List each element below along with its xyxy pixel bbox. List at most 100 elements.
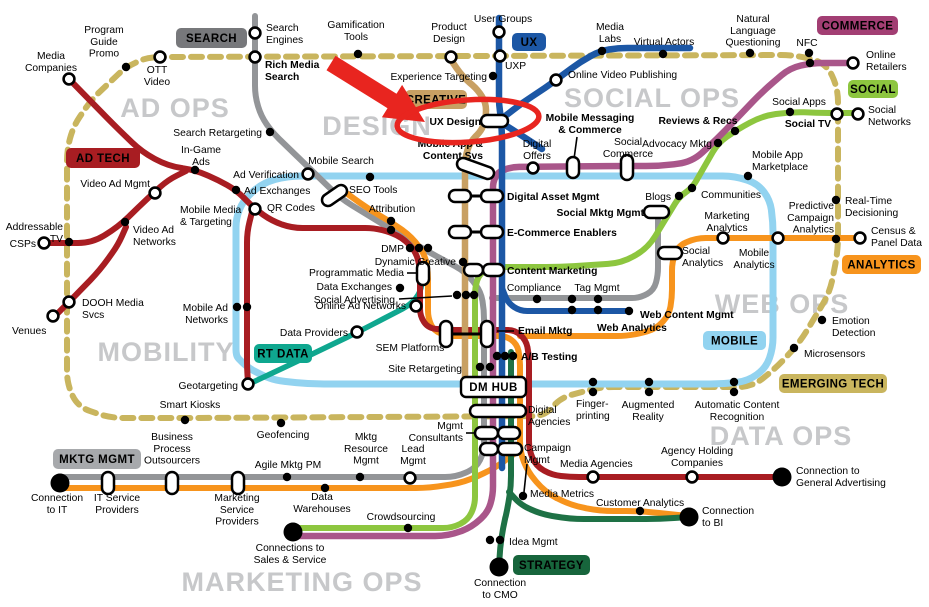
station-video-ad-mgmt-label: Video Ad Mgmt bbox=[80, 179, 150, 190]
station-automatic-content-recognition-stop bbox=[729, 377, 739, 387]
station-dynamic-creative-label: Dynamic Creative bbox=[375, 257, 457, 268]
station-mobile-messaging-commerce-label: Mobile Messaging& Commerce bbox=[546, 113, 635, 136]
station-user-groups-label: User Groups bbox=[474, 14, 532, 25]
station-connection-to-cmo-terminal bbox=[489, 557, 509, 577]
station-data-providers-label: Data Providers bbox=[280, 328, 348, 339]
station-smart-kiosks-stop bbox=[180, 415, 190, 425]
metro-line-adtech-csp bbox=[41, 168, 189, 246]
station-social-advertising-stop bbox=[469, 290, 479, 300]
metro-line-ux-top bbox=[500, 44, 694, 121]
svg-text:DM HUB: DM HUB bbox=[469, 382, 517, 394]
station-gamification-tools-stop bbox=[353, 49, 363, 59]
station-advocacy-mktg-label: Advocacy Mktg bbox=[642, 139, 712, 150]
metro-line-strategy bbox=[496, 349, 514, 573]
region-label-marketing-ops: MARKETING OPS bbox=[181, 567, 422, 597]
metro-line-adtech-geo bbox=[244, 209, 255, 385]
line-badge-strategy: STRATEGY bbox=[513, 555, 590, 575]
station-in-game-ads-stop bbox=[190, 165, 200, 175]
station-dynamic-creative-stop bbox=[458, 257, 468, 267]
station-agile-mktg-pm-label: Agile Mktg PM bbox=[255, 460, 321, 471]
station-social-networks-station bbox=[851, 107, 865, 121]
station-online-retailers-station bbox=[846, 56, 860, 70]
line-badge-social: SOCIAL bbox=[848, 80, 898, 98]
station-media-metrics-stop bbox=[518, 491, 528, 501]
station-finger-printing-stop bbox=[588, 377, 598, 387]
station-connections-to-sales-service-terminal bbox=[283, 522, 303, 542]
metro-line-social bbox=[290, 109, 861, 531]
station-compliance-label: Compliance bbox=[507, 283, 562, 294]
station-augmented-reality-stop bbox=[644, 387, 654, 397]
station-real-time-decisioning-stop bbox=[831, 195, 841, 205]
station-agency-holding-companies-station bbox=[685, 470, 699, 484]
station-ad-verification-station bbox=[301, 167, 315, 181]
highlight-arrow bbox=[326, 55, 425, 122]
station-csps-station bbox=[37, 236, 51, 250]
station-online-video-publishing-station bbox=[549, 73, 563, 87]
station-customer-analytics-label: Customer Analytics bbox=[596, 498, 684, 509]
station-social-tv-label: Social TV bbox=[785, 119, 831, 130]
station-seo-tools-interchange-fill bbox=[323, 186, 346, 205]
station-mktg-resource-mgmt-stop bbox=[355, 472, 365, 482]
svg-text:EMERGING TECH: EMERGING TECH bbox=[782, 379, 884, 391]
station-qr-codes-station bbox=[248, 202, 262, 216]
station-dmp-stop bbox=[414, 243, 424, 253]
station-dooh-media-svcs-station bbox=[62, 295, 76, 309]
station-a-b-testing-stop bbox=[500, 351, 510, 361]
station-dmp-stop bbox=[405, 243, 415, 253]
station-experience-targeting-stop bbox=[488, 71, 498, 81]
station-ux-design-label: UX Design bbox=[430, 117, 482, 128]
station-nfc-stop bbox=[805, 58, 815, 68]
station-idea-mgmt-stop bbox=[495, 535, 505, 545]
station-census-panel-data-label: Census &Panel Data bbox=[871, 226, 922, 249]
line-badge-commerce: COMMERCE bbox=[817, 16, 898, 35]
connector-tick bbox=[573, 136, 578, 160]
station-advocacy-mktg-stop bbox=[713, 138, 723, 148]
station-uxp-station bbox=[493, 49, 507, 63]
station-web-content-mgmt-label: Web Content Mgmt bbox=[640, 310, 734, 321]
station-lead-mgmt-station bbox=[403, 471, 417, 485]
station-mobile-search-stop bbox=[365, 172, 375, 182]
metro-line-gray-web bbox=[489, 209, 661, 301]
station-attribution-stop bbox=[386, 225, 396, 235]
station-video-ad-networks-stop bbox=[120, 217, 130, 227]
station-venues-label: Venues bbox=[12, 326, 46, 337]
line-badge-analytics: ANALYTICS bbox=[842, 255, 921, 274]
station-microsensors-label: Microsensors bbox=[804, 349, 865, 360]
station-crowdsourcing-label: Crowdsourcing bbox=[367, 512, 436, 523]
station-communities-stop bbox=[687, 183, 697, 193]
station-idea-mgmt-stop bbox=[485, 535, 495, 545]
metro-line-emerging-tech bbox=[64, 52, 841, 421]
station-ad-verification-label: Ad Verification bbox=[233, 170, 299, 181]
station-connection-to-bi-terminal bbox=[679, 507, 699, 527]
station-mobile-search-label: Mobile Search bbox=[308, 156, 374, 167]
station-geotargeting-station bbox=[241, 377, 255, 391]
svg-text:STRATEGY: STRATEGY bbox=[519, 560, 584, 572]
station-communities-label: Communities bbox=[701, 190, 761, 201]
line-badge-ad-tech: AD TECH bbox=[66, 148, 140, 168]
station-augmented-reality-stop bbox=[644, 377, 654, 387]
svg-text:MOBILE: MOBILE bbox=[711, 336, 758, 348]
station-natural-language-questioning-stop bbox=[745, 48, 755, 58]
station-smart-kiosks-label: Smart Kiosks bbox=[160, 400, 221, 411]
station-tag-mgmt-stop bbox=[567, 294, 577, 304]
station-emotion-detection-stop bbox=[817, 315, 827, 325]
station-site-retargeting-stop bbox=[475, 362, 485, 372]
station-programmatic-media-label: Programmatic Media bbox=[309, 268, 404, 279]
station-mobile-ad-networks-stop bbox=[242, 302, 252, 312]
